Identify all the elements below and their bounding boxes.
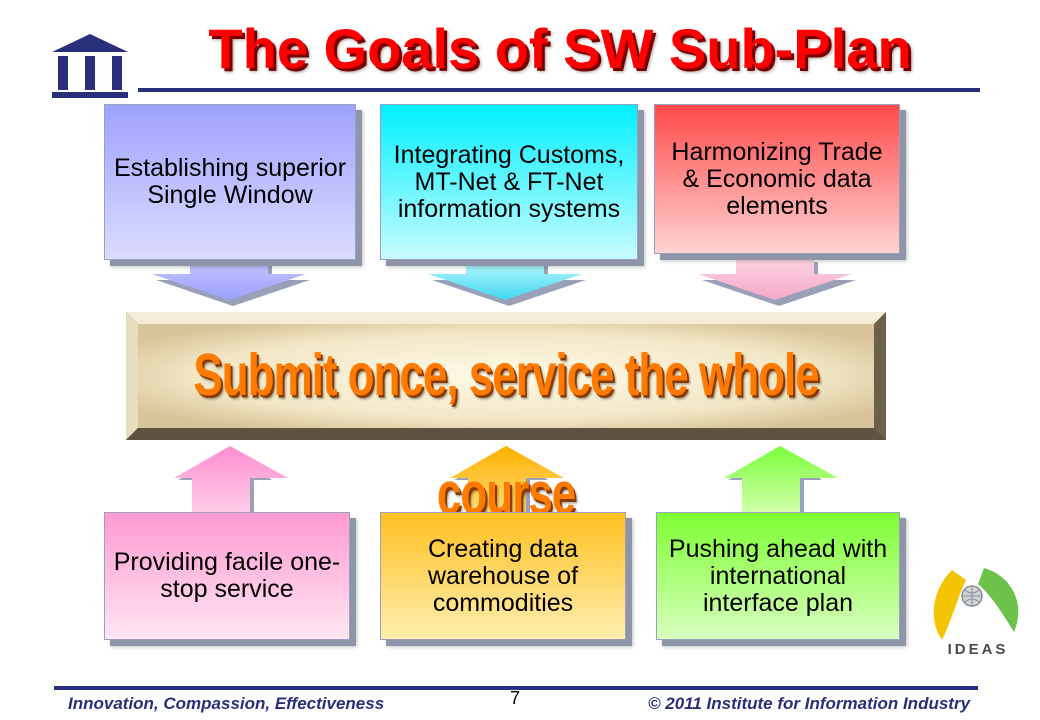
goal-box-data-warehouse: Creating data warehouse of commodities bbox=[380, 512, 626, 640]
goal-text: Providing facile one-stop service bbox=[113, 548, 341, 603]
central-banner bbox=[126, 312, 886, 440]
ideas-logo-icon: IDEAS bbox=[933, 568, 1019, 658]
goal-box-harmonizing-data: Harmonizing Trade & Economic data elemen… bbox=[654, 104, 900, 254]
goal-text: Establishing superior Single Window bbox=[113, 154, 347, 209]
goal-text: Harmonizing Trade & Economic data elemen… bbox=[671, 137, 883, 220]
goal-text: Integrating Customs, MT-Net & FT-Net inf… bbox=[393, 140, 625, 223]
goal-text: Pushing ahead with international interfa… bbox=[668, 534, 888, 617]
title-divider bbox=[138, 88, 980, 92]
up-arrow-3 bbox=[724, 446, 838, 516]
goal-box-one-stop-service: Providing facile one-stop service bbox=[104, 512, 350, 640]
page-title: The Goals of SW Sub-Plan bbox=[208, 17, 912, 80]
goal-text: Creating data warehouse of commodities bbox=[427, 534, 579, 617]
banner-slogan: Submit once, service the whole course bbox=[193, 342, 819, 528]
down-arrow-2 bbox=[428, 256, 582, 300]
goal-box-international-interface: Pushing ahead with international interfa… bbox=[656, 512, 900, 640]
up-arrow-2 bbox=[450, 446, 564, 516]
footer-divider bbox=[54, 686, 978, 690]
down-arrow-1 bbox=[152, 256, 306, 300]
footer-copyright: © 2011 Institute for Information Industr… bbox=[648, 694, 971, 713]
footer-tagline: Innovation, Compassion, Effectiveness bbox=[68, 694, 385, 713]
ideas-logo-text: IDEAS bbox=[948, 641, 1009, 658]
institute-logo-icon bbox=[52, 34, 128, 98]
goal-box-single-window: Establishing superior Single Window bbox=[104, 104, 356, 260]
up-arrow-1 bbox=[174, 446, 288, 516]
page-number: 7 bbox=[510, 688, 521, 708]
goal-box-integrating-systems: Integrating Customs, MT-Net & FT-Net inf… bbox=[380, 104, 638, 260]
down-arrow-3 bbox=[698, 256, 852, 300]
